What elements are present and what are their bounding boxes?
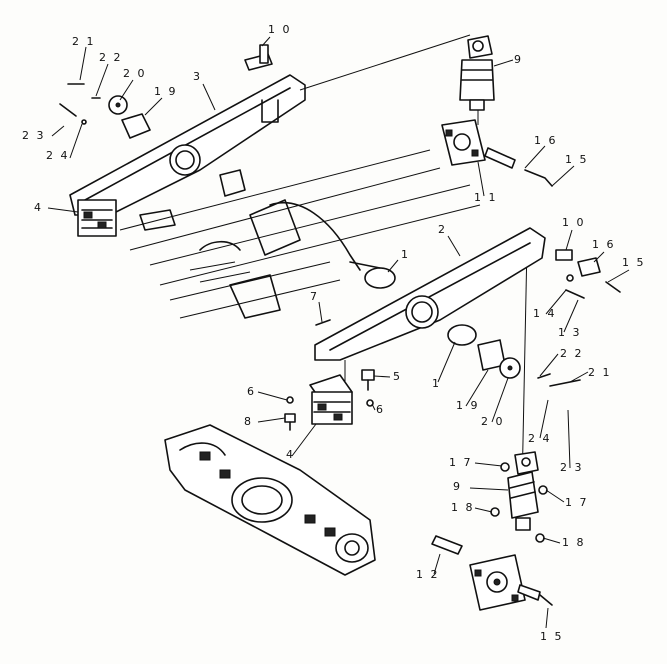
callout-6: 6 [376, 403, 385, 416]
callout-6: 6 [247, 385, 256, 398]
rubber-mount-upper [77, 199, 117, 237]
callout-15: 1 5 [565, 153, 589, 166]
callout-19: 1 9 [154, 85, 178, 98]
pin-upper [244, 44, 273, 71]
callout-9: 9 [453, 480, 462, 493]
callout-23: 2 3 [22, 129, 46, 142]
hardware-right [555, 249, 621, 299]
bushing-group-upper [59, 83, 151, 139]
callout-9: 9 [514, 53, 523, 66]
callout-12: 1 2 [416, 568, 440, 581]
callout-23: 2 3 [560, 461, 584, 474]
axle-housing [164, 424, 376, 576]
bolt-7 [315, 319, 331, 326]
equalizer-beam-upper [69, 74, 306, 216]
callout-4: 4 [286, 448, 295, 461]
bushing-1-upper [349, 261, 396, 289]
callout-16: 1 6 [534, 134, 558, 147]
callout-19: 1 9 [456, 399, 480, 412]
callout-15: 1 5 [540, 630, 564, 643]
callout-24: 2 4 [46, 149, 70, 162]
bracket-lower [431, 535, 553, 611]
callout-8: 8 [244, 415, 253, 428]
chassis-frame [119, 149, 481, 319]
callout-10: 1 0 [562, 216, 586, 229]
bushing-group-lower [447, 324, 581, 387]
callout-14: 1 4 [533, 307, 557, 320]
rubber-mount-lower [309, 374, 353, 425]
equalizer-beam-lower [314, 227, 546, 361]
callout-2: 2 [438, 223, 447, 236]
callout-22: 2 2 [560, 347, 584, 360]
callout-24: 2 4 [528, 432, 552, 445]
callout-18: 1 8 [451, 501, 475, 514]
callout-10: 1 0 [268, 23, 292, 36]
callout-7: 7 [310, 290, 319, 303]
callout-18: 1 8 [562, 536, 586, 549]
callout-3: 3 [193, 70, 202, 83]
callout-20: 2 0 [481, 415, 505, 428]
callout-17: 1 7 [565, 496, 589, 509]
callout-20: 2 0 [123, 67, 147, 80]
callout-21: 2 1 [72, 35, 96, 48]
cylinder-upper [459, 35, 495, 111]
cylinder-lower [490, 451, 548, 543]
callout-17: 1 7 [449, 456, 473, 469]
callout-leaders [47, 36, 630, 629]
callout-15: 1 5 [622, 256, 646, 269]
callout-1: 1 [401, 248, 410, 261]
callout-4: 4 [34, 201, 43, 214]
bracket-upper [441, 119, 553, 187]
callout-16: 1 6 [592, 238, 616, 251]
callout-1: 1 [432, 377, 441, 390]
callout-21: 2 1 [588, 366, 612, 379]
callout-22: 2 2 [99, 51, 123, 64]
callout-5: 5 [393, 370, 402, 383]
callout-11: 1 1 [474, 191, 498, 204]
callout-13: 1 3 [558, 326, 582, 339]
